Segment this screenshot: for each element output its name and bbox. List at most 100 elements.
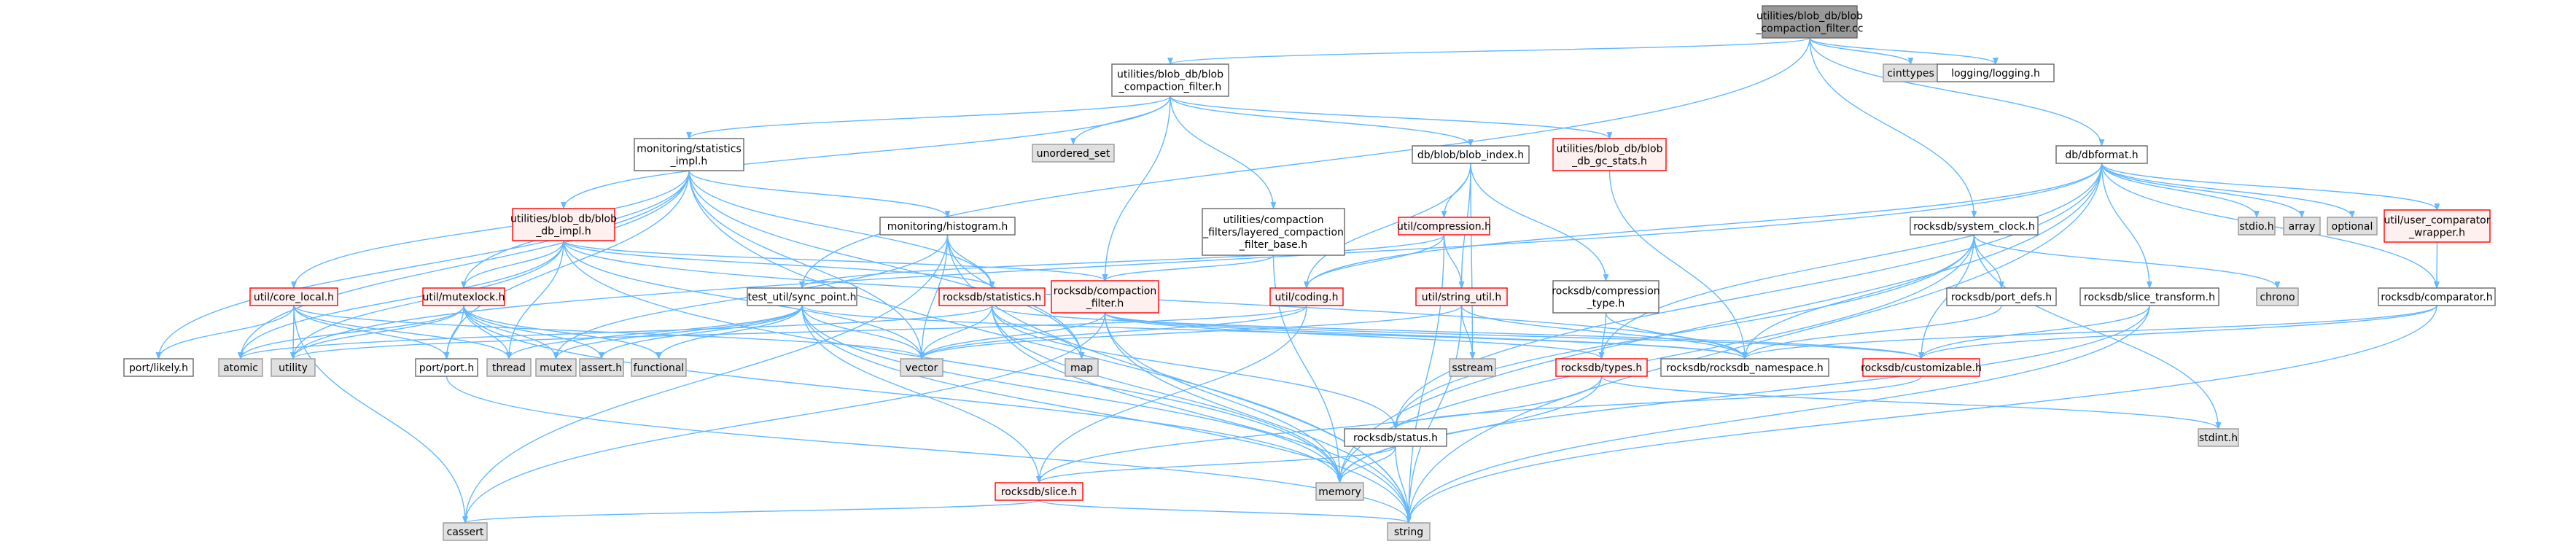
edge-port_h-to-string — [445, 376, 1412, 524]
node-cinttypes[interactable]: cinttypes — [1883, 63, 1939, 82]
edge-dbformat_h-to-types_h — [1598, 163, 2103, 360]
node-label-mutex-0: mutex — [540, 362, 572, 374]
node-customizable_h[interactable]: rocksdb/customizable.h — [1861, 358, 1982, 377]
node-optional[interactable]: optional — [2327, 217, 2378, 236]
edge-cfilter_h-to-customizable_h — [1104, 312, 1924, 360]
node-map[interactable]: map — [1065, 358, 1099, 377]
node-bcf_h[interactable]: utilities/blob_db/blob_compaction_filter… — [1111, 63, 1229, 97]
node-histogram_h[interactable]: monitoring/histogram.h — [879, 217, 1016, 236]
node-functional[interactable]: functional — [631, 358, 687, 377]
node-box-coding_h — [1269, 287, 1344, 306]
node-likely_h[interactable]: port/likely.h — [123, 358, 194, 377]
edge-compression_h-to-sync_point_h — [799, 234, 1445, 289]
node-core_local_h[interactable]: util/core_local.h — [249, 287, 338, 306]
node-ns_h[interactable]: rocksdb/rocksdb_namespace.h — [1660, 358, 1829, 377]
node-types_h[interactable]: rocksdb/types.h — [1555, 358, 1648, 377]
node-coding_h[interactable]: util/coding.h — [1269, 287, 1344, 306]
edge-comparator_h-to-string — [1406, 305, 2437, 524]
node-label-status_h-0: rocksdb/status.h — [1353, 432, 1438, 444]
node-cfilter_h[interactable]: rocksdb/compaction_filter.h — [1051, 280, 1159, 314]
node-label-types_h-0: rocksdb/types.h — [1561, 362, 1643, 374]
node-port_defs_h[interactable]: rocksdb/port_defs.h — [1946, 287, 2057, 306]
edge-cfilter_h-to-vector — [919, 312, 1106, 360]
node-unordered_set[interactable]: unordered_set — [1032, 144, 1115, 163]
node-label-gc_stats_h-0: utilities/blob_db/blob — [1557, 144, 1663, 155]
edge-sync_point_h-to-functional — [655, 305, 803, 360]
edge-ctype_h-to-types_h — [1598, 312, 1607, 360]
edge-stats_impl_h-to-vector — [688, 170, 925, 360]
node-system_clock_h[interactable]: rocksdb/system_clock.h — [1910, 217, 2039, 236]
edge-slice_transform_h-to-string — [1406, 305, 2150, 524]
node-string[interactable]: string — [1387, 522, 1431, 541]
node-mutexlock_h[interactable]: util/mutexlock.h — [422, 287, 505, 306]
node-box-unordered_set — [1032, 144, 1115, 163]
node-label-likely_h-0: port/likely.h — [129, 362, 188, 374]
node-label-cfilter_h-1: _filter.h — [1086, 298, 1124, 310]
node-label-sstream-0: sstream — [1452, 362, 1493, 374]
edge-root-to-sync_point_h — [799, 37, 1810, 289]
node-array[interactable]: array — [2283, 217, 2321, 236]
node-label-logging_h-0: logging/logging.h — [1951, 68, 2040, 79]
node-box-core_local_h — [249, 287, 338, 306]
node-cassert[interactable]: cassert — [443, 522, 488, 541]
edge-blob_db_impl_h-to-rstatistics_h — [563, 240, 995, 289]
node-slice_h[interactable]: rocksdb/slice.h — [995, 482, 1083, 501]
edge-blob_db_impl_h-to-vector — [563, 240, 925, 360]
node-ucw_h[interactable]: util/user_comparator_wrapper.h — [2384, 209, 2491, 243]
node-slice_transform_h[interactable]: rocksdb/slice_transform.h — [2079, 287, 2219, 306]
node-label-ctype_h-1: _type.h — [1587, 298, 1625, 310]
node-box-functional — [631, 358, 687, 377]
node-status_h[interactable]: rocksdb/status.h — [1344, 428, 1447, 447]
node-dbformat_h[interactable]: db/dbformat.h — [2055, 145, 2148, 164]
node-box-mutexlock_h — [422, 287, 505, 306]
node-box-types_h — [1555, 358, 1648, 377]
node-label-thread-0: thread — [492, 362, 526, 374]
edge-dbformat_h-to-slice_transform_h — [2101, 163, 2152, 289]
node-label-bcf_h-0: utilities/blob_db/blob — [1117, 69, 1223, 81]
node-label-system_clock_h-0: rocksdb/system_clock.h — [1913, 221, 2035, 233]
node-sstream[interactable]: sstream — [1449, 358, 1496, 377]
node-utility[interactable]: utility — [271, 358, 316, 377]
edge-string_util_h-to-vector — [919, 305, 1463, 360]
node-box-status_h — [1344, 428, 1447, 447]
node-comparator_h[interactable]: rocksdb/comparator.h — [2378, 287, 2496, 306]
edge-status_h-to-string — [1395, 446, 1412, 524]
node-sync_point_h[interactable]: test_util/sync_point.h — [747, 287, 857, 306]
node-thread[interactable]: thread — [486, 358, 532, 377]
node-atomic[interactable]: atomic — [218, 358, 263, 377]
node-vector[interactable]: vector — [900, 358, 943, 377]
node-blob_db_impl_h[interactable]: utilities/blob_db/blob_db_impl.h — [510, 208, 617, 241]
node-gc_stats_h[interactable]: utilities/blob_db/blob_db_gc_stats.h — [1552, 138, 1667, 171]
node-ctype_h[interactable]: rocksdb/compression_type.h — [1552, 280, 1660, 314]
node-port_h[interactable]: port/port.h — [415, 358, 478, 377]
edge-cfilter_h-to-cassert — [462, 312, 1106, 524]
node-stdint_h[interactable]: stdint.h — [2198, 428, 2239, 447]
node-box-sync_point_h — [747, 287, 857, 306]
node-box-assert_h — [579, 358, 624, 377]
edge-cfilter_h-to-types_h — [1104, 312, 1605, 360]
node-root[interactable]: utilities/blob_db/blob_compaction_filter… — [1755, 5, 1864, 39]
node-assert_h[interactable]: assert.h — [579, 358, 624, 377]
edge-mutexlock_h-to-mutex — [463, 305, 559, 360]
node-label-cfilter_h-0: rocksdb/compaction — [1054, 286, 1156, 298]
node-label-slice_h-0: rocksdb/slice.h — [1001, 486, 1077, 498]
node-label-stats_impl_h-0: monitoring/statistics — [637, 144, 742, 155]
node-layered_h[interactable]: utilities/compaction_filters/layered_com… — [1202, 208, 1345, 256]
node-stats_impl_h[interactable]: monitoring/statistics_impl.h — [634, 138, 744, 171]
edge-port_defs_h-to-ns_h — [1742, 305, 2002, 360]
node-string_util_h[interactable]: util/string_util.h — [1415, 287, 1508, 306]
node-mutex[interactable]: mutex — [535, 358, 577, 377]
edge-mutexlock_h-to-thread — [463, 305, 512, 360]
node-chrono[interactable]: chrono — [2256, 287, 2299, 306]
node-memory[interactable]: memory — [1315, 482, 1364, 501]
node-blob_index_h[interactable]: db/blob/blob_index.h — [1412, 145, 1530, 164]
node-rstatistics_h[interactable]: rocksdb/statistics.h — [938, 287, 1046, 306]
node-box-comparator_h — [2378, 287, 2496, 306]
node-label-layered_h-1: _filters/layered_compaction — [1202, 227, 1344, 238]
node-stdio_h[interactable]: stdio.h — [2238, 217, 2276, 236]
edge-blob_index_h-to-ctype_h — [1470, 163, 1609, 281]
node-compression_h[interactable]: util/compression.h — [1397, 217, 1491, 236]
edge-rstatistics_h-to-map — [991, 305, 1085, 360]
node-logging_h[interactable]: logging/logging.h — [1937, 63, 2055, 82]
